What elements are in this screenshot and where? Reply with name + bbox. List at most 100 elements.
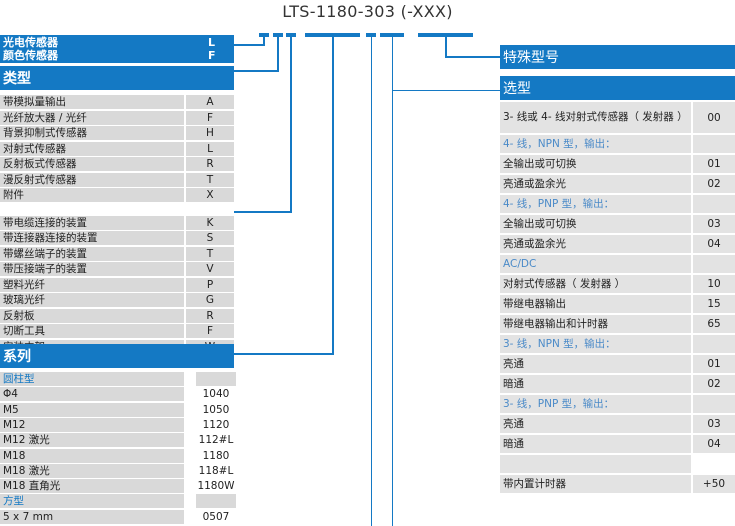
connector-special-h (445, 56, 500, 58)
type-row-label: 带螺丝端子的装置 (0, 246, 184, 261)
option-row-code: 00 (693, 102, 735, 133)
option-row-label: 4- 线，NPN 型，输出： (500, 135, 691, 153)
connector-type2-h (234, 211, 292, 213)
code-dash-type1 (273, 33, 283, 37)
option-row-code (693, 335, 735, 353)
series-row-code: 1040 (196, 387, 236, 402)
series-row-code: 0507 (196, 509, 236, 524)
type-row-label: 反射板式传感器 (0, 157, 184, 171)
type-row-code: R (186, 157, 234, 171)
special-header: 特殊型号 (500, 45, 735, 69)
option-category: 4- 线，NPN 型，输出： (500, 135, 735, 153)
model-code-title: LTS-1180-303 (-XXX) (282, 2, 453, 21)
option-row-label: 3- 线，PNP 型，输出： (500, 395, 691, 413)
option-row: 带内置计时器+50 (500, 475, 735, 493)
option-row-code (693, 135, 735, 153)
option-row-code: 01 (693, 155, 735, 173)
connector-sensor-v (263, 37, 265, 46)
option-header: 选型 (500, 76, 735, 100)
option-row-code: 02 (693, 175, 735, 193)
series-row-label: M5 (0, 402, 184, 417)
type-row-label: 玻璃光纤 (0, 293, 184, 307)
series-row: M18 激光 118#L (0, 463, 236, 478)
option-row-label: 暗通 (500, 435, 691, 453)
type-row-label: 带压接端子的装置 (0, 262, 184, 276)
type-row-code: H (186, 126, 234, 140)
connector-special-v (445, 37, 447, 57)
type-row-code: F (186, 324, 234, 338)
code-dash-special (418, 33, 473, 37)
series-row-label: 5 x 7 mm (0, 509, 184, 524)
series-row-code: 1050 (196, 402, 236, 417)
option-row-label (500, 455, 691, 473)
code-dash-option1 (366, 33, 376, 37)
type-row-code: S (186, 231, 234, 245)
option-category: 3- 线，PNP 型，输出： (500, 395, 735, 413)
type-row-label: 背景抑制式传感器 (0, 126, 184, 140)
type-row-label: 切断工具 (0, 324, 184, 338)
series-row-label: M12 激光 (0, 433, 184, 448)
connector-type-v (277, 37, 279, 72)
type-row-code: P (186, 277, 234, 292)
option-row-code: 10 (693, 275, 735, 293)
series-row-label: 方型 (0, 494, 184, 509)
series-row-code: 118#L (196, 463, 236, 478)
type-row-code: F (186, 110, 234, 125)
series-row: M5 1050 (0, 402, 236, 417)
option-category: AC/DC (500, 255, 735, 273)
option-row-code: 01 (693, 355, 735, 373)
sensor-header-line2-code: F (208, 49, 216, 62)
option-row-code: 04 (693, 235, 735, 253)
series-category: 方型 (0, 494, 236, 509)
series-category: 圆柱型 (0, 372, 236, 386)
type-row-label: 漫反射式传感器 (0, 172, 184, 187)
option-row-code: +50 (693, 475, 735, 493)
sensor-header-line1-code: L (208, 36, 216, 49)
type-row-code: T (186, 246, 234, 261)
connector-option2-v (392, 37, 393, 526)
type-row-label: 附件 (0, 188, 184, 202)
type-row-code: X (186, 188, 234, 202)
option-row-code: 04 (693, 435, 735, 453)
option-row-label: 亮通或盈余光 (500, 175, 691, 193)
option-category: 3- 线，NPN 型，输出： (500, 335, 735, 353)
option-row-code: 02 (693, 375, 735, 393)
option-blank-row (500, 455, 735, 473)
sensor-header-line2: 颜色传感器 (3, 49, 58, 62)
option-row-label: AC/DC (500, 255, 691, 273)
series-row-label: M18 激光 (0, 463, 184, 478)
type-row-code: G (186, 293, 234, 307)
series-row-label: M12 (0, 417, 184, 432)
connector-series-v (332, 37, 334, 355)
option-row-code (693, 195, 735, 213)
option-row-label: 全输出或可切换 (500, 215, 691, 233)
option-row-label: 对射式传感器（ 发射器 ） (500, 275, 691, 293)
type-row-label: 光纤放大器 / 光纤 (0, 110, 184, 125)
connector-series-h (234, 353, 334, 355)
sensor-header-line1: 光电传感器 (3, 36, 58, 49)
option-row-code: 03 (693, 215, 735, 233)
option-row-label: 带继电器输出和计时器 (500, 315, 691, 333)
option-category: 4- 线，PNP 型，输出： (500, 195, 735, 213)
series-row-code (196, 372, 236, 386)
type-row-label: 带电缆连接的装置 (0, 215, 184, 230)
type-row-label: 带模拟量输出 (0, 95, 184, 109)
series-header: 系列 (0, 344, 234, 368)
option-row-code: 65 (693, 315, 735, 333)
